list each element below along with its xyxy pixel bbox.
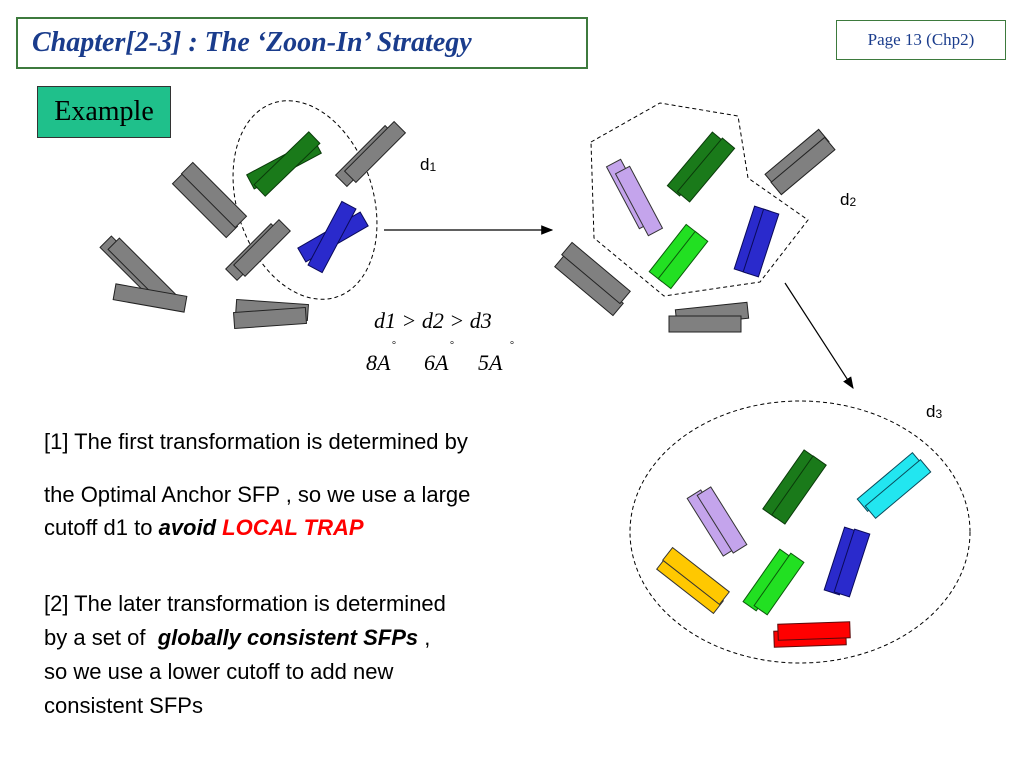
arrow-stage2-to-stage3 [784,282,854,390]
distance-d2: 6A° [424,340,454,375]
bright-green-pair [648,223,709,290]
distance-d1: 8A° [366,340,396,375]
lavender-pair [686,486,748,557]
gray-pair [171,161,248,239]
cyan-pair [856,452,932,519]
cutoff-relation: d1 > d2 > d3 [374,308,492,333]
stage-3-group [629,400,971,664]
label-d2: d2 [840,190,857,209]
label-d1: d1 [420,155,437,174]
blue-pair [733,205,780,278]
blue-pair [297,200,369,274]
note-2-line-4: consistent SFPs [44,693,203,718]
orange-pair [656,546,730,615]
page-label: Page 13 (Chp2) [836,20,1006,60]
gray-pair [225,219,291,281]
chapter-title-box: Chapter[2-3] : The ‘Zoon-In’ Strategy [16,17,588,69]
note-2-line-1: [2] The later transformation is determin… [44,591,446,616]
dark-green-pair [666,131,736,203]
example-label: Example [37,86,171,138]
stage-2-group [554,102,836,333]
chapter-title: Chapter[2-3] : The ‘Zoon-In’ Strategy [32,27,472,58]
gray-pair [232,298,310,330]
bright-green-pair [742,548,805,616]
gray-pair [764,128,836,196]
gray-pair [668,301,750,333]
note-2-line-3: so we use a lower cutoff to add new [44,659,394,684]
dark-green-pair [762,449,827,525]
red-pair [773,621,851,648]
lavender-pair [605,158,664,237]
note-1-line-3: cutoff d1 to avoid LOCAL TRAP [44,515,364,540]
gray-pair [554,241,631,317]
note-1-line-1: [1] The first transformation is determin… [44,429,468,454]
blue-pair [823,526,871,598]
note-1-line-2: the Optimal Anchor SFP , so we use a lar… [44,482,471,507]
cutoff-polygon-d2 [590,102,809,297]
stage-1-group [99,100,407,330]
gray-pair [334,120,407,188]
cutoff-ellipse-d3 [629,400,971,664]
distance-d3: 5A° [478,340,514,375]
cutoff-ellipse-d1 [232,100,378,300]
gray-pair [99,235,188,313]
note-2-line-2: by a set of globally consistent SFPs , [44,625,431,650]
label-d3: d3 [926,402,943,421]
dark-green-pair [246,131,322,197]
